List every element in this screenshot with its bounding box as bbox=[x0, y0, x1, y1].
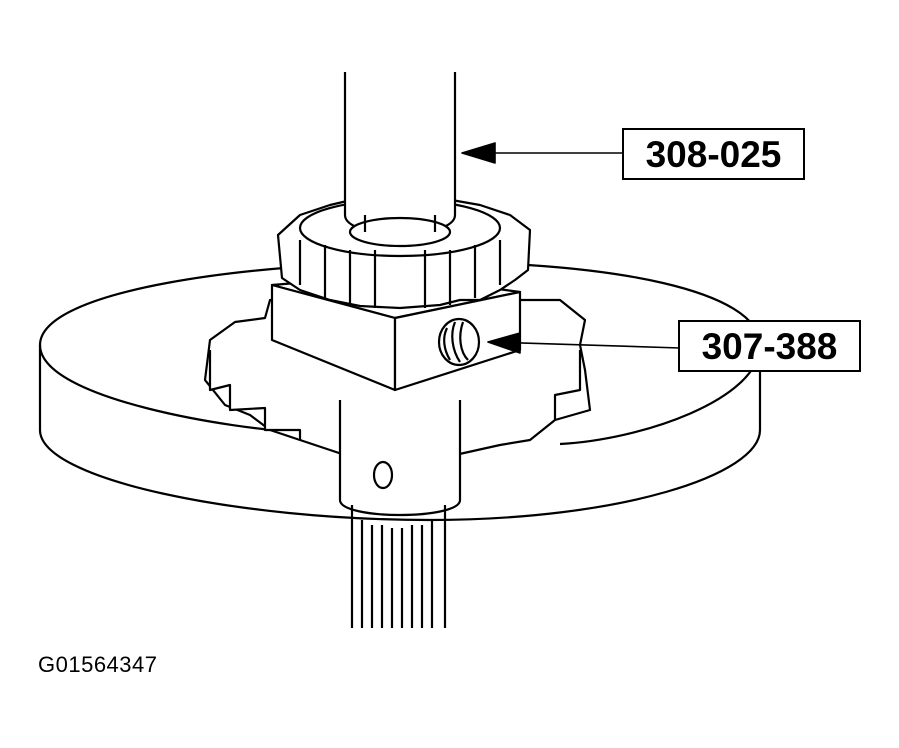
lower-shaft bbox=[338, 400, 462, 628]
callout-308-025: 308-025 bbox=[622, 128, 805, 180]
callout-307-388: 307-388 bbox=[678, 320, 861, 372]
leader-arrows bbox=[461, 142, 681, 354]
shaft-tube bbox=[343, 72, 457, 248]
callout-label: 307-388 bbox=[701, 325, 838, 367]
callout-label: 308-025 bbox=[645, 133, 782, 175]
figure-id: G01564347 bbox=[38, 652, 158, 677]
